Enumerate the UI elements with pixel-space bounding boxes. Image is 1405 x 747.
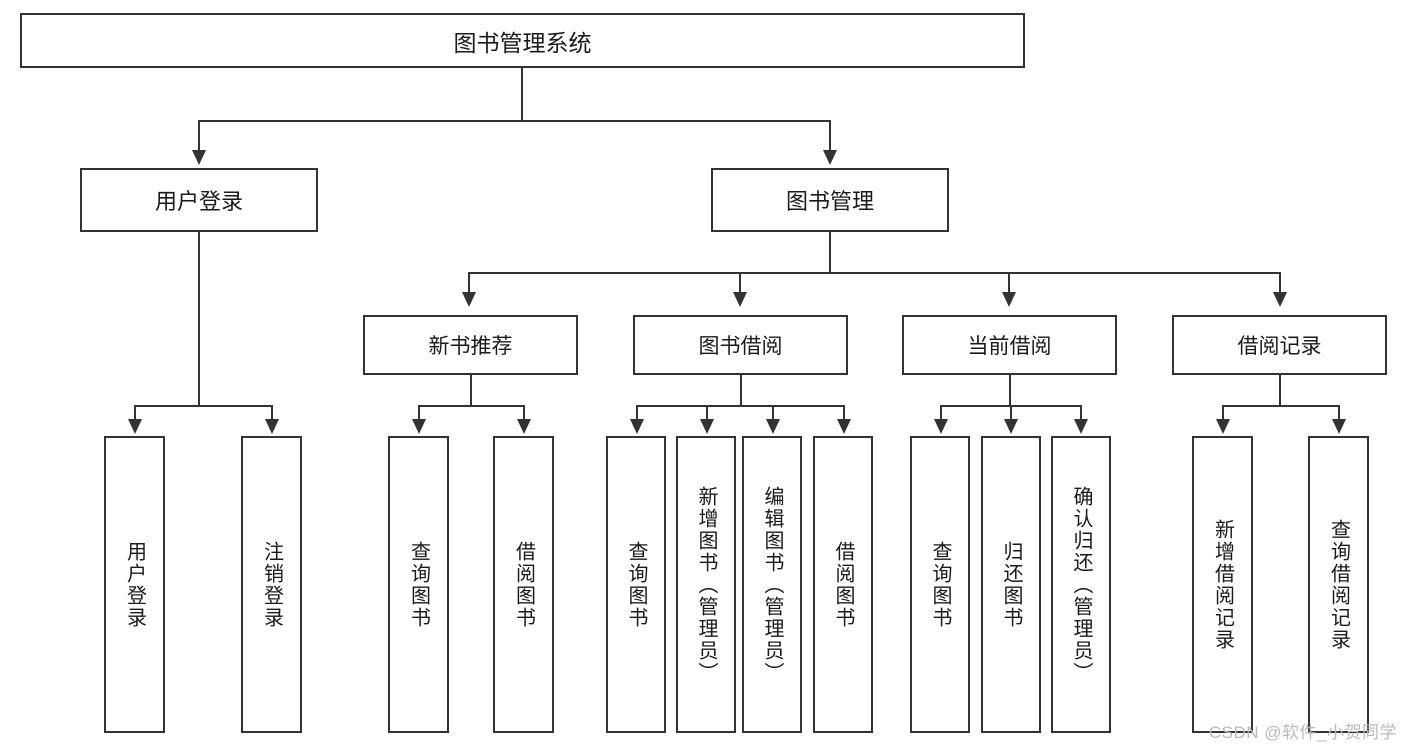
node-label: 借阅图书: [832, 540, 854, 629]
arrowhead-new-book: [462, 292, 476, 307]
arrowhead-user-login: [192, 150, 206, 165]
arrowhead-leaf-edit-book: [766, 419, 780, 434]
node-new-book-recommend[interactable]: 新书推荐: [363, 315, 578, 375]
leaf-query-borrow-record[interactable]: 查询借阅记录: [1308, 436, 1369, 733]
arrowhead-leaf-return-book: [1004, 419, 1018, 434]
node-label: 查询图书: [929, 540, 951, 629]
arrowhead-leaf-query-book-a: [412, 419, 426, 434]
connector-borrow-records-stem: [1279, 375, 1281, 405]
leaf-query-book-newbook[interactable]: 查询图书: [388, 436, 449, 733]
connector-to-user-login: [198, 120, 200, 152]
connector-book-borrow-stem: [740, 375, 742, 405]
node-label: 确认归还（管理员）: [1070, 485, 1092, 684]
node-borrow-records[interactable]: 借阅记录: [1172, 315, 1387, 375]
node-label: 当前借阅: [967, 335, 1052, 358]
node-label: 新增借阅记录: [1211, 518, 1234, 651]
node-book-management[interactable]: 图书管理: [711, 168, 949, 232]
connector-book-borrow-bus: [636, 405, 843, 407]
connector-book-borrow-child-1: [636, 405, 638, 421]
arrowhead-book-mgmt: [823, 150, 837, 165]
leaf-logout[interactable]: 注销登录: [241, 436, 302, 733]
leaf-add-borrow-record[interactable]: 新增借阅记录: [1192, 436, 1253, 733]
leaf-borrow-book-borrow[interactable]: 借阅图书: [813, 436, 873, 733]
node-label: 用户登录: [154, 189, 243, 214]
node-label: 图书管理系统: [453, 29, 592, 56]
arrowhead-leaf-query-record: [1332, 419, 1346, 434]
connector-borrow-records-bus: [1222, 405, 1338, 407]
node-label: 用户登录: [123, 540, 146, 629]
connector-user-login-child-2: [271, 405, 273, 421]
arrowhead-borrow-records: [1273, 292, 1287, 307]
connector-to-book-borrow: [739, 272, 741, 294]
node-label: 借阅记录: [1237, 335, 1322, 358]
leaf-query-book-borrow[interactable]: 查询图书: [606, 436, 666, 733]
connector-user-login-bus: [134, 405, 271, 407]
node-label: 查询图书: [407, 540, 430, 629]
connector-to-new-book: [468, 272, 470, 294]
node-label: 新书推荐: [428, 335, 513, 358]
connector-book-borrow-child-4: [843, 405, 845, 421]
connector-book-mgmt-stem: [829, 232, 831, 272]
connector-current-borrow-child-2: [1010, 405, 1012, 421]
connector-current-borrow-child-1: [940, 405, 942, 421]
leaf-user-login[interactable]: 用户登录: [104, 436, 165, 733]
connector-new-book-child-1: [418, 405, 420, 421]
node-current-borrow[interactable]: 当前借阅: [902, 315, 1117, 375]
node-user-login[interactable]: 用户登录: [80, 168, 318, 232]
connector-to-current-borrow: [1008, 272, 1010, 294]
connector-user-login-stem: [198, 232, 200, 405]
node-label: 新增图书（管理员）: [695, 485, 717, 684]
arrowhead-leaf-query-book-b: [630, 419, 644, 434]
connector-to-book-mgmt: [829, 120, 831, 152]
arrowhead-leaf-logout: [265, 419, 279, 434]
node-label: 查询借阅记录: [1327, 518, 1350, 651]
connector-new-book-child-2: [523, 405, 525, 421]
arrowhead-leaf-borrow-book-a: [517, 419, 531, 434]
node-label: 注销登录: [260, 540, 283, 629]
node-root-system[interactable]: 图书管理系统: [20, 13, 1025, 68]
node-label: 归还图书: [1000, 540, 1022, 629]
arrowhead-current-borrow: [1002, 292, 1016, 307]
leaf-borrow-book-newbook[interactable]: 借阅图书: [493, 436, 554, 733]
node-label: 借阅图书: [512, 540, 535, 629]
connector-borrow-records-child-1: [1222, 405, 1224, 421]
leaf-query-book-current[interactable]: 查询图书: [910, 436, 970, 733]
node-label: 图书借阅: [698, 335, 783, 358]
node-book-borrow[interactable]: 图书借阅: [633, 315, 848, 375]
arrowhead-book-borrow: [733, 292, 747, 307]
arrowhead-leaf-confirm-return: [1074, 419, 1088, 434]
arrowhead-leaf-add-record: [1216, 419, 1230, 434]
connector-book-borrow-child-2: [706, 405, 708, 421]
connector-root-stem: [521, 68, 523, 120]
connector-new-book-bus: [418, 405, 523, 407]
connector-current-borrow-stem: [1009, 375, 1011, 405]
leaf-add-book-admin[interactable]: 新增图书（管理员）: [676, 436, 736, 733]
node-label: 图书管理: [785, 189, 874, 214]
leaf-return-book[interactable]: 归还图书: [981, 436, 1041, 733]
node-label: 编辑图书（管理员）: [761, 485, 783, 684]
connector-root-bus: [198, 120, 830, 122]
connector-level3-bus: [468, 272, 1281, 274]
connector-user-login-child-1: [134, 405, 136, 421]
node-label: 查询图书: [625, 540, 647, 629]
connector-book-borrow-child-3: [772, 405, 774, 421]
connector-to-borrow-records: [1279, 272, 1281, 294]
arrowhead-leaf-user-login: [128, 419, 142, 434]
arrowhead-leaf-add-book: [700, 419, 714, 434]
arrowhead-leaf-query-book-c: [934, 419, 948, 434]
connector-current-borrow-child-3: [1080, 405, 1082, 421]
leaf-edit-book-admin[interactable]: 编辑图书（管理员）: [742, 436, 802, 733]
connector-borrow-records-child-2: [1338, 405, 1340, 421]
leaf-confirm-return-admin[interactable]: 确认归还（管理员）: [1051, 436, 1111, 733]
arrowhead-leaf-borrow-book-b: [837, 419, 851, 434]
connector-new-book-stem: [470, 375, 472, 405]
